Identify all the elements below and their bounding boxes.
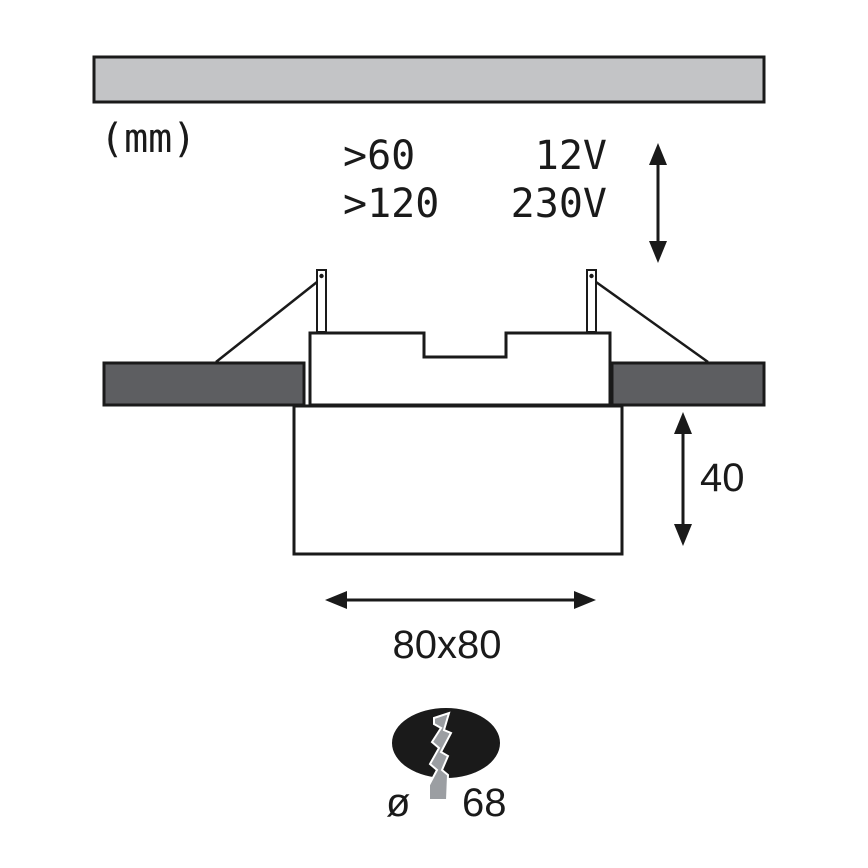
cutout-diameter-symbol: ø [386, 781, 410, 825]
units-label: (mm) [100, 116, 196, 162]
fixture-body [292, 404, 624, 556]
cutout-drill-icon [392, 708, 500, 801]
width-label: 80x80 [393, 623, 502, 667]
clearance-distance-1: >60 [343, 133, 415, 179]
clearance-distance-2: >120 [343, 181, 439, 227]
panel-left [102, 361, 306, 407]
vertical-double-arrow-icon [649, 143, 667, 263]
cutout-diameter-value: 68 [462, 781, 507, 825]
clearance-voltage-2: 230V [511, 181, 607, 227]
panel-right [610, 361, 766, 407]
height-label: 40 [700, 456, 745, 500]
horizontal-double-arrow-icon [325, 591, 596, 609]
height-double-arrow-icon [674, 412, 692, 546]
clearance-voltage-1: 12V [535, 133, 607, 179]
ceiling-bar [92, 55, 766, 104]
fixture-top-housing [308, 331, 612, 407]
